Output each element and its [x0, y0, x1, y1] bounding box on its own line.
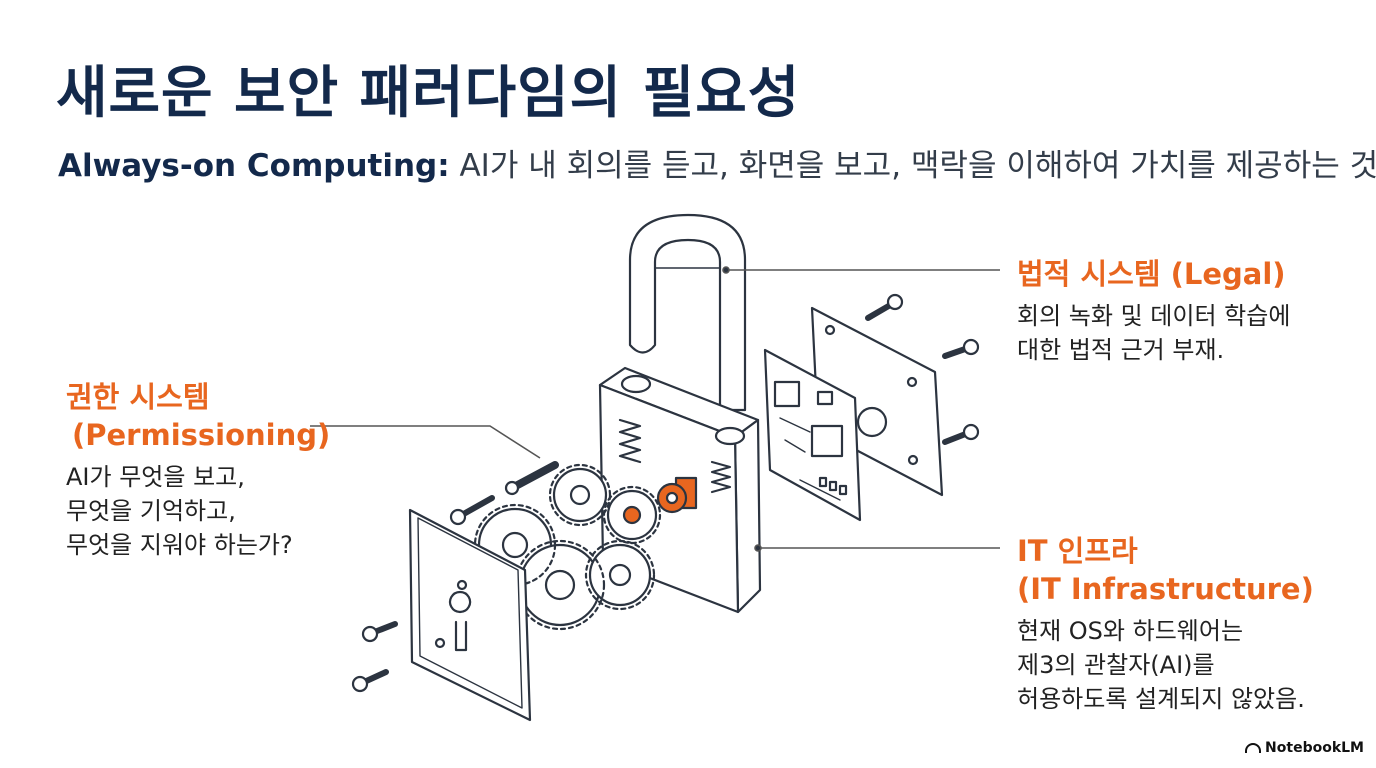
screw [351, 669, 389, 693]
circuit-chip [810, 424, 844, 458]
callout-it-heading-en: (IT Infrastructure) [1017, 572, 1314, 606]
screw [504, 461, 559, 496]
callout-it-heading: IT 인프라 [1017, 534, 1138, 568]
spring [618, 418, 642, 464]
back-plate-hole [906, 376, 918, 388]
screw [865, 293, 904, 321]
cover-screw-hole [456, 579, 468, 591]
shackle [628, 213, 747, 412]
callout-permissioning-heading: 권한 시스템 [66, 380, 210, 414]
subtitle-rest: AI가 내 회의를 듣고, 화면을 보고, 맥락을 이해하여 가치를 제공하는 … [449, 148, 1376, 184]
notebooklm-logo-icon [1245, 743, 1262, 753]
circuit-chip [816, 390, 834, 406]
callout-legal-heading: 법적 시스템 (Legal) [1017, 257, 1286, 291]
subtitle-lead: Always-on Computing: [58, 148, 450, 184]
callout-legal-line: 대한 법적 근거 부재. [1017, 336, 1225, 364]
callout-legal-line: 회의 녹화 및 데이터 학습에 [1017, 302, 1291, 330]
brand-watermark: NotebookLM [1245, 740, 1364, 756]
back-plate-hole [824, 324, 836, 336]
callout-it-line: 허용하도록 설계되지 않았음. [1017, 685, 1305, 713]
lock-body-side [733, 418, 762, 614]
callout-it-line: 제3의 관찰자(AI)를 [1017, 651, 1215, 679]
circuit-pin [828, 480, 838, 492]
callout-permissioning: 권한 시스템 (Permissioning) AI가 무엇을 보고, 무엇을 기… [66, 378, 330, 562]
screw [942, 338, 980, 359]
callout-permissioning-heading-en: (Permissioning) [72, 418, 331, 452]
back-plate-keyhole-cutout [856, 406, 888, 438]
brand-label: NotebookLM [1265, 740, 1364, 756]
callout-permissioning-line: 무엇을 기억하고, [66, 497, 236, 525]
circuit-pin [818, 476, 828, 488]
shackle-hole [714, 426, 746, 446]
circuit-pin [838, 484, 848, 496]
page-title: 새로운 보안 패러다임의 필요성 [56, 61, 801, 126]
keyhole-icon [448, 590, 472, 652]
screw [942, 423, 980, 445]
callout-legal: 법적 시스템 (Legal) 회의 녹화 및 데이터 학습에 대한 법적 근거 … [1017, 255, 1290, 367]
front-cover-plate [408, 508, 532, 722]
callout-permissioning-line: 무엇을 지워야 하는가? [66, 531, 293, 559]
screw [449, 495, 495, 526]
callout-it-infra: IT 인프라 (IT Infrastructure) 현재 OS와 하드웨어는 … [1017, 532, 1314, 716]
leader-dot [722, 266, 730, 274]
shackle-hole [620, 374, 652, 394]
circuit-chip [773, 380, 801, 408]
callout-legal-body: 회의 녹화 및 데이터 학습에 대한 법적 근거 부재. [1017, 299, 1290, 367]
callout-permissioning-body: AI가 무엇을 보고, 무엇을 기억하고, 무엇을 지워야 하는가? [66, 460, 330, 562]
callout-it-line: 현재 OS와 하드웨어는 [1017, 617, 1244, 645]
screw [361, 621, 398, 643]
callout-permissioning-line: AI가 무엇을 보고, [66, 463, 245, 491]
spring [710, 460, 732, 494]
callout-it-body: 현재 OS와 하드웨어는 제3의 관찰자(AI)를 허용하도록 설계되지 않았음… [1017, 614, 1314, 716]
leader-dot [754, 544, 762, 552]
leader-line-permissioning [310, 425, 541, 459]
cover-screw-hole [434, 637, 446, 649]
back-plate-hole [907, 454, 919, 466]
page-subtitle: Always-on Computing: AI가 내 회의를 듣고, 화면을 보… [58, 140, 1376, 185]
